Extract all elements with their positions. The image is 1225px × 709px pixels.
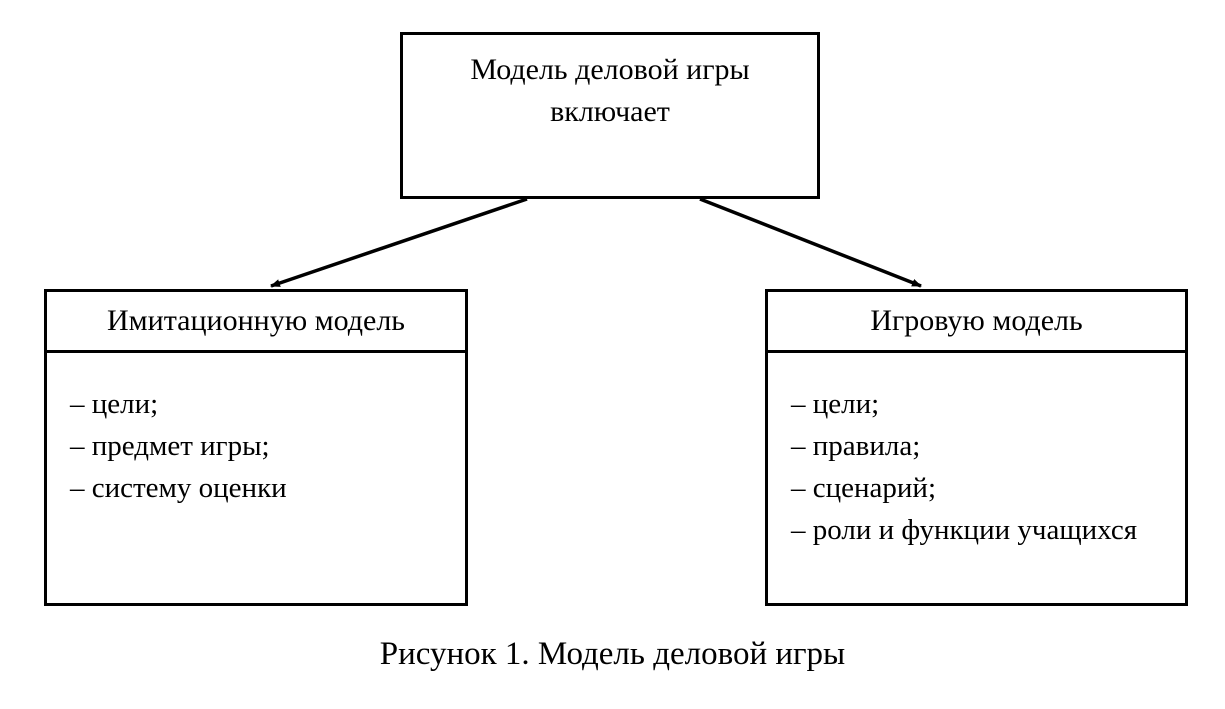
list-item: – цели;	[791, 388, 880, 420]
node-game-model-body: – цели; – правила; – сценарий; – роли и …	[768, 353, 1185, 551]
node-simulation-model: Имитационную модель – цели; – предмет иг…	[44, 289, 468, 606]
list-item: – предмет игры;	[70, 430, 270, 462]
node-root-title: Модель деловой игры включает	[470, 53, 750, 128]
list-item: – правила;	[791, 430, 921, 462]
node-root: Модель деловой игры включает	[400, 32, 820, 199]
list-item: – цели;	[70, 388, 159, 420]
arrow-root-to-right	[699, 197, 922, 288]
figure-caption: Рисунок 1. Модель деловой игры	[379, 636, 846, 672]
node-simulation-model-header: Имитационную модель	[47, 292, 465, 353]
arrow-root-to-left	[270, 197, 528, 288]
list-item: – роли и функции учащихся	[791, 514, 1138, 546]
node-game-model: Игровую модель – цели; – правила; – сцен…	[765, 289, 1188, 606]
list-item: – сценарий;	[791, 472, 936, 504]
list-item: – систему оценки	[70, 472, 287, 504]
node-simulation-model-body: – цели; – предмет игры; – систему оценки	[47, 353, 465, 509]
node-game-model-header: Игровую модель	[768, 292, 1185, 353]
game-model-list: – цели; – правила; – сценарий; – роли и …	[791, 383, 1185, 551]
simulation-model-list: – цели; – предмет игры; – систему оценки	[70, 383, 465, 509]
